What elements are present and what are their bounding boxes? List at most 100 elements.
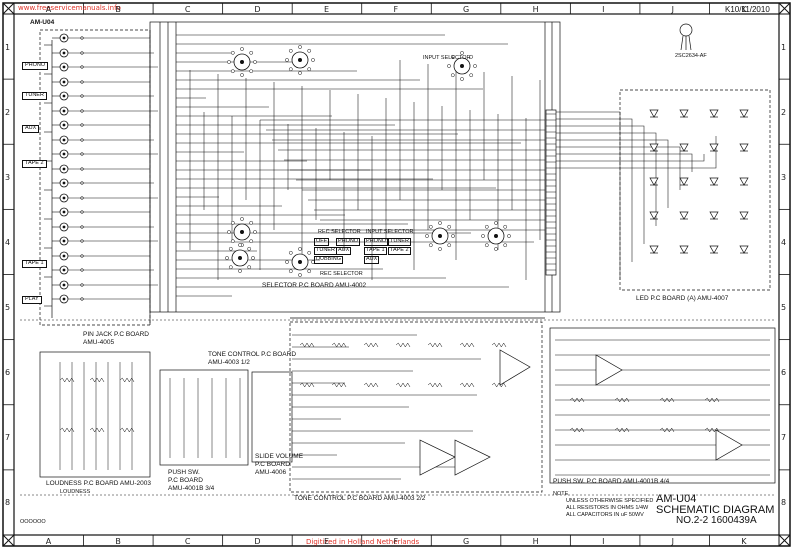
resistor <box>363 342 379 348</box>
note-title: NOTE <box>553 491 569 497</box>
jack-center <box>62 268 66 272</box>
grid-column-label-bottom: G <box>463 537 470 546</box>
rotary-hub <box>298 260 302 264</box>
resistor <box>614 427 630 433</box>
outer-frame <box>2 2 791 547</box>
led-diode <box>709 245 719 254</box>
led-diode <box>649 211 659 220</box>
led-diode <box>679 109 689 118</box>
switch-contact <box>228 246 233 251</box>
grid-column-label: F <box>393 5 399 14</box>
grid-column-label: A <box>45 5 52 14</box>
resistor <box>89 377 105 383</box>
resistor <box>569 427 585 433</box>
switch-contact <box>473 64 477 68</box>
note-line-1: UNLESS OTHERWISE SPECIFIED <box>566 498 654 504</box>
switch-contact <box>307 67 312 72</box>
switch-contact <box>298 71 302 75</box>
jack-center <box>62 225 66 229</box>
jack-center <box>62 152 66 156</box>
legend-input-item: TAPE 1 <box>364 247 387 255</box>
switch-contact <box>238 269 242 273</box>
grid-row-label: 7 <box>5 433 11 443</box>
led-diode <box>649 177 659 186</box>
grid-row-label-right: 8 <box>781 498 787 508</box>
switch-contact <box>247 246 252 251</box>
grid-column-label-bottom: E <box>323 537 330 546</box>
selector-board-area <box>149 21 561 313</box>
resistor <box>89 427 105 433</box>
switch-contact <box>484 243 489 248</box>
led-wire <box>556 125 645 244</box>
switch-contact <box>240 73 244 77</box>
op-amps <box>419 349 743 476</box>
grid-column-label-bottom: F <box>393 537 399 546</box>
bottom-code: OOOOOO <box>20 519 46 525</box>
led-wire <box>556 154 705 162</box>
led-diode <box>679 211 689 220</box>
watermark-bottom: Digitized in Holland Netherlands <box>306 538 420 546</box>
led-diode <box>649 109 659 118</box>
push-sw-label-2: P.C BOARD <box>168 477 203 484</box>
switch-contact <box>251 256 255 260</box>
pin-jack-board-label: PIN JACK P.C BOARD <box>83 331 149 338</box>
switch-contact <box>450 73 455 78</box>
switch-contact <box>288 269 293 274</box>
jack-center <box>62 123 66 127</box>
input-wires <box>44 37 158 307</box>
loudness-board-label: LOUDNESS P.C BOARD AMU-2003 <box>46 480 151 487</box>
switch-contact <box>288 48 293 53</box>
switch-contact <box>238 243 242 247</box>
legend-rec-item: DUBBING <box>314 256 344 264</box>
switch-contact <box>230 69 235 74</box>
resistor <box>59 377 75 383</box>
note-line-3: ALL CAPACITORS IN uF 50WV <box>566 512 644 518</box>
resistor <box>331 342 347 348</box>
switch-contact <box>285 58 289 62</box>
led-diode <box>679 245 689 254</box>
title-number: NO.2-2 1600439A <box>676 515 757 526</box>
legend-rec-item: PHONO <box>336 238 361 246</box>
jack-center <box>62 239 66 243</box>
switch-contact <box>228 265 233 270</box>
tone-board-1-number: AMU-4003 1/2 <box>208 359 250 366</box>
rotary-hub <box>494 234 498 238</box>
switch-contact <box>240 47 244 51</box>
rotary-hub <box>240 60 244 64</box>
switch-contact <box>230 220 235 225</box>
switch-contact <box>469 54 474 59</box>
switch-contact <box>253 60 257 64</box>
legend-rec-item: TUNER <box>314 247 337 255</box>
grid-row-label: 2 <box>5 107 11 117</box>
input-label: PHONO <box>22 62 49 70</box>
push-sw-label-1: PUSH SW. <box>168 469 200 476</box>
led-diode <box>709 143 719 152</box>
resistor <box>363 382 379 388</box>
led-wire <box>556 132 657 226</box>
jack-center <box>62 80 66 84</box>
led-diode <box>709 109 719 118</box>
corner-marks <box>2 2 791 547</box>
switch-contact <box>227 60 231 64</box>
switch-contact <box>507 234 511 238</box>
switch-contact <box>460 77 464 81</box>
slide-volume-label-2: P.C BOARD <box>255 461 290 468</box>
jack-center <box>62 109 66 113</box>
switch-contact <box>438 247 442 251</box>
tone-board-1-label: TONE CONTROL P.C BOARD <box>208 351 297 358</box>
switch-contact <box>469 73 474 78</box>
grid-column-label-bottom: B <box>115 537 121 546</box>
led-diode <box>739 245 749 254</box>
legend-rec-item: OFF <box>314 238 329 246</box>
leds <box>649 109 749 254</box>
note-line-2: ALL RESISTORS IN OHMS 1/4W <box>566 505 649 511</box>
grid-column-label-bottom: D <box>254 537 261 546</box>
jack-center <box>62 51 66 55</box>
led-board-label: LED P.C BOARD (A) AMU-4007 <box>636 295 729 302</box>
grid-row-label-right: 1 <box>781 42 787 52</box>
grid-ticks <box>3 3 790 546</box>
legend-input-item: TUNER <box>388 238 411 246</box>
rotary-hub <box>298 58 302 62</box>
